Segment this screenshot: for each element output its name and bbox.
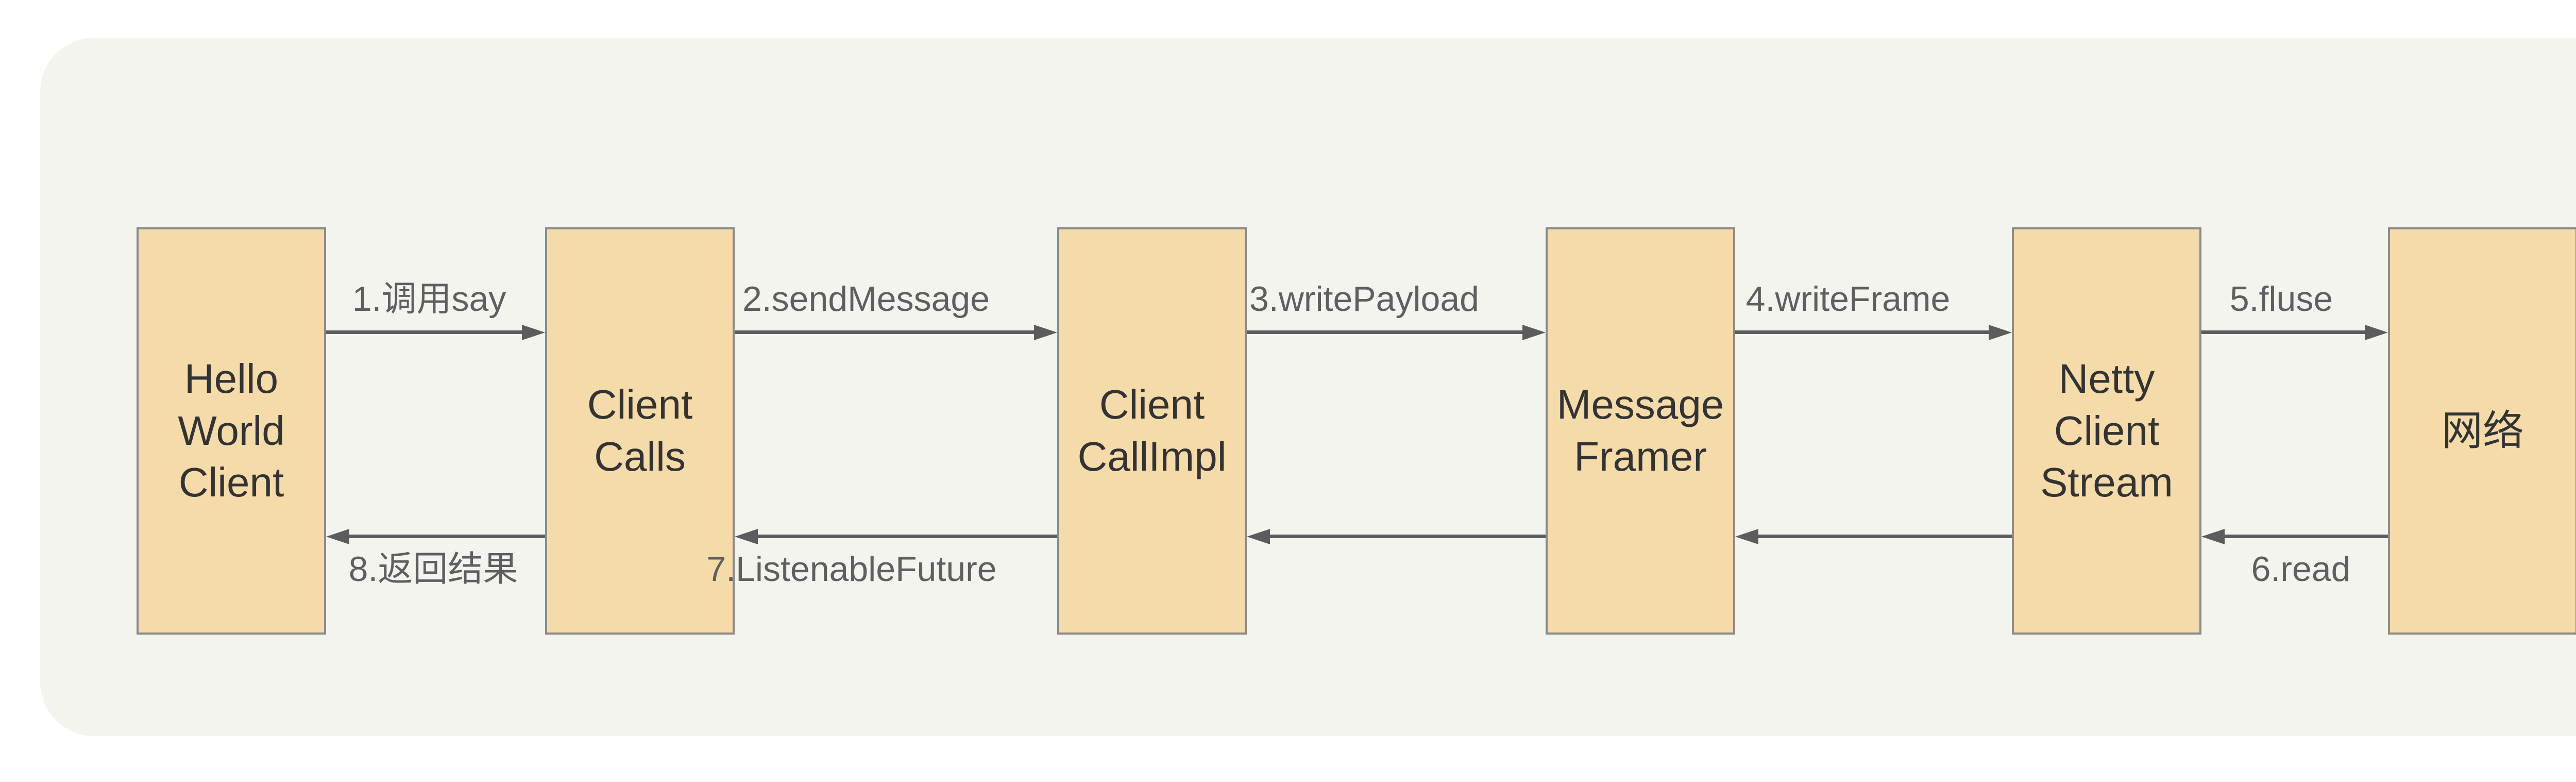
edge-return-6-arrow <box>2201 529 2388 544</box>
node-hello-world-client: Hello World Client <box>137 227 326 635</box>
arrow-shaft <box>1755 535 2012 538</box>
node-client-callimpl: Client CallImpl <box>1057 227 1247 635</box>
edge-forward-3-arrow <box>1247 325 1546 340</box>
arrow-shaft <box>346 535 545 538</box>
edge-forward-4-arrow <box>1735 325 2012 340</box>
edge-label-5: 5.fluse <box>2229 279 2333 319</box>
edge-forward-1-arrow <box>326 325 545 340</box>
arrow-shaft <box>2221 535 2388 538</box>
arrowhead-right-icon <box>1522 325 1546 340</box>
arrowhead-right-icon <box>522 325 545 340</box>
edge-return-unlabeled-a-arrow <box>1247 529 1546 544</box>
arrowhead-left-icon <box>2201 529 2225 544</box>
edge-forward-2-arrow <box>735 325 1057 340</box>
arrowhead-left-icon <box>1735 529 1758 544</box>
arrowhead-right-icon <box>1989 325 2012 340</box>
arrow-shaft <box>326 330 526 334</box>
node-client-calls: Client Calls <box>545 227 735 635</box>
edge-return-unlabeled-b-arrow <box>1735 529 2012 544</box>
arrow-shaft <box>1247 330 1526 334</box>
arrow-shaft <box>1735 330 1992 334</box>
edge-label-4: 4.writeFrame <box>1745 279 1951 319</box>
node-label-client-calls: Client Calls <box>587 381 693 479</box>
edge-label-3: 3.writePayload <box>1249 279 1480 319</box>
arrow-shaft <box>735 330 1038 334</box>
arrowhead-right-icon <box>1034 325 1057 340</box>
edge-label-8: 8.返回结果 <box>348 550 518 589</box>
node-netty-client-stream: Netty Client Stream <box>2012 227 2201 635</box>
edge-label-2: 2.sendMessage <box>742 279 990 319</box>
node-label-netty-client-stream: Netty Client Stream <box>2040 355 2173 506</box>
edge-label-1: 1.调用say <box>352 279 506 319</box>
diagram-panel: Hello World Client Client Calls Client C… <box>40 38 2576 736</box>
arrowhead-left-icon <box>1247 529 1270 544</box>
node-label-client-callimpl: Client CallImpl <box>1077 381 1227 479</box>
edge-label-6: 6.read <box>2251 550 2351 589</box>
arrowhead-left-icon <box>326 529 349 544</box>
edge-label-7: 7.ListenableFuture <box>706 550 997 589</box>
arrow-shaft <box>1266 535 1546 538</box>
node-label-message-framer: Message Framer <box>1556 381 1724 479</box>
node-network: 网络 <box>2388 227 2576 635</box>
node-message-framer: Message Framer <box>1546 227 1735 635</box>
arrow-shaft <box>2201 330 2368 334</box>
edge-return-8-arrow <box>326 529 545 544</box>
node-label-hello-world-client: Hello World Client <box>178 355 285 506</box>
arrow-shaft <box>754 535 1057 538</box>
edge-forward-5-arrow <box>2201 325 2388 340</box>
edge-return-7-arrow <box>735 529 1057 544</box>
node-label-network: 网络 <box>2442 407 2524 454</box>
arrowhead-right-icon <box>2365 325 2388 340</box>
arrowhead-left-icon <box>735 529 758 544</box>
